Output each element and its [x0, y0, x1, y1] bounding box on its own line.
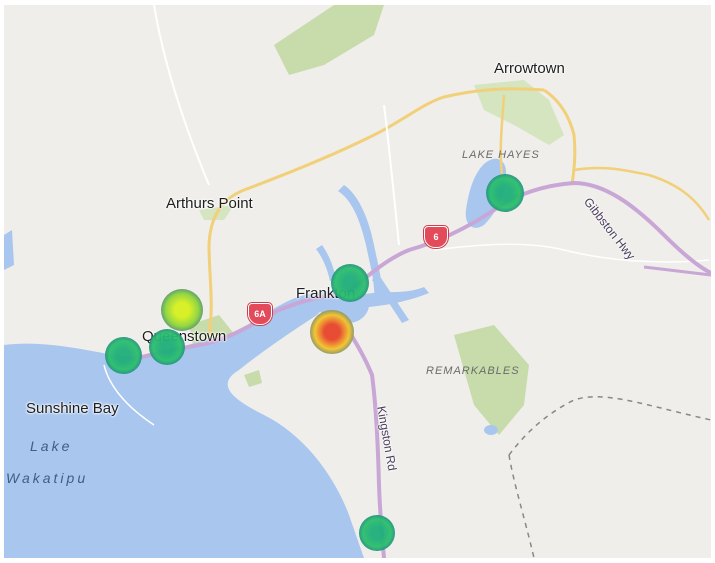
road-arrowtown-east [543, 88, 577, 186]
heat-point-lake-hayes[interactable] [486, 174, 524, 212]
heat-point-queenstown[interactable] [149, 329, 185, 365]
shotover-river [338, 185, 383, 305]
label-lake-line2: Wakatipu [6, 470, 89, 486]
label-lake-line1: Lake [30, 438, 73, 454]
park-small [244, 370, 262, 387]
park-arrowtown [474, 80, 564, 145]
boundary-line-2 [508, 454, 535, 558]
river-small [316, 245, 336, 281]
road-arthurs-point [207, 87, 545, 336]
label-remarkables: REMARKABLES [426, 365, 520, 377]
road-sh6 [342, 180, 711, 297]
road-minor-3 [433, 243, 710, 263]
label-arthurs-point: Arthurs Point [166, 195, 253, 212]
boundary-line [508, 396, 711, 456]
heat-point-frankton[interactable] [331, 264, 369, 302]
pond [484, 425, 498, 435]
heat-point-kingston-road-south[interactable] [359, 515, 395, 551]
label-sunshine-bay: Sunshine Bay [26, 400, 119, 417]
river-branch [372, 275, 409, 323]
lake-edge-west [4, 230, 14, 270]
park-north [274, 5, 384, 75]
map-canvas[interactable]: Arrowtown Arthurs Point Frankton Queenst… [4, 5, 711, 558]
road-minor-2 [383, 104, 400, 246]
road-lake-hayes [499, 94, 506, 176]
shield-sh6a: 6A [248, 303, 272, 325]
park-remarkables [454, 325, 529, 435]
label-arrowtown: Arrowtown [494, 60, 565, 77]
label-lake-hayes: LAKE HAYES [462, 149, 540, 161]
heat-point-frankton-south[interactable] [310, 310, 354, 354]
heat-point-queenstown-north[interactable] [161, 289, 203, 331]
road-gibbston-loop [573, 166, 711, 221]
lake-wakatipu [4, 294, 364, 558]
heat-point-queenstown-west[interactable] [105, 337, 142, 374]
map-base [4, 5, 711, 558]
road-sh6-east [643, 265, 711, 277]
shield-sh6: 6 [424, 226, 448, 248]
road-minor-4 [103, 364, 155, 426]
road-minor-1 [153, 5, 210, 186]
